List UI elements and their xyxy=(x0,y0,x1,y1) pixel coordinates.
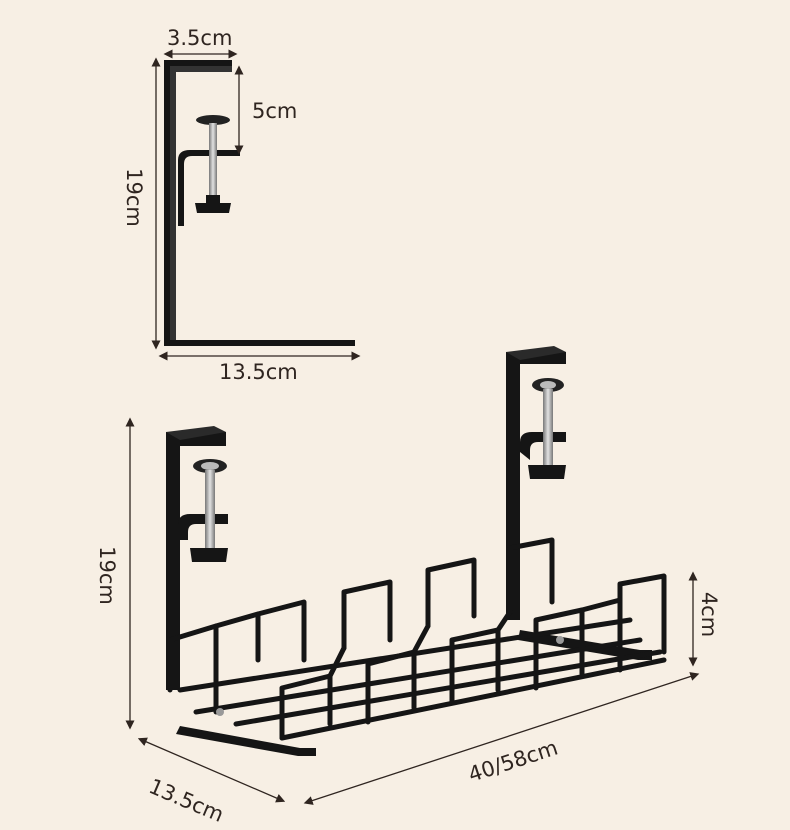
cable-tray-drawing xyxy=(166,346,667,756)
tray-height-label: 19cm xyxy=(94,546,119,605)
bracket-depth-label: 13.5cm xyxy=(219,360,298,384)
basket-height-label: 4cm xyxy=(697,591,722,638)
clamp-opening-label: 5cm xyxy=(252,99,298,123)
bracket-height-label: 19cm xyxy=(121,168,146,227)
tray-dimension-lines xyxy=(125,417,700,805)
clamp-screw xyxy=(195,115,231,213)
single-bracket-drawing xyxy=(164,60,355,346)
bracket-lip-width-label: 3.5cm xyxy=(167,26,233,50)
top-bracket-dimension-lines xyxy=(151,49,361,361)
wire-basket xyxy=(167,537,667,741)
left-clamp-screw xyxy=(190,459,228,562)
clamp-jaw xyxy=(178,150,240,226)
right-mount-plate xyxy=(506,352,566,620)
left-base-plate xyxy=(176,726,316,756)
right-clamp-screw xyxy=(528,378,566,479)
